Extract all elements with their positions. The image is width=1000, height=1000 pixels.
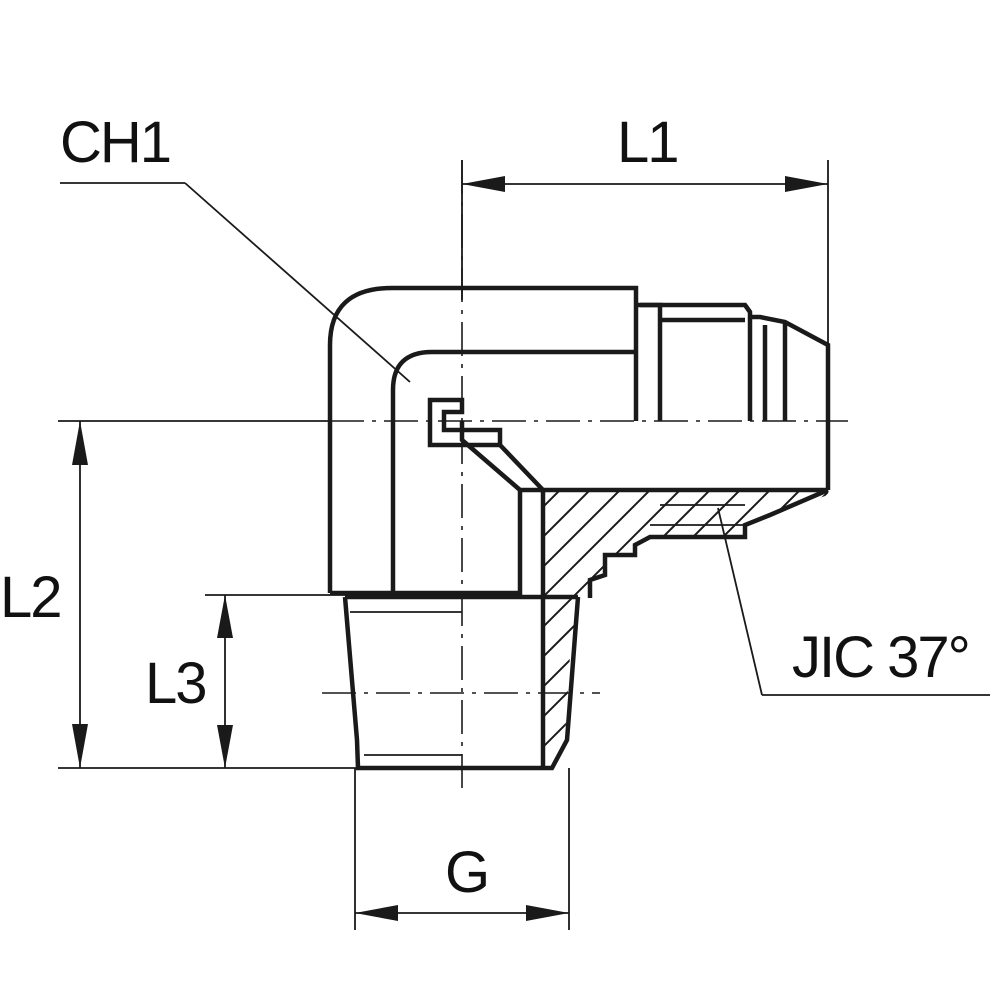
label-l3: L3 [145, 651, 206, 716]
dimension-g [354, 768, 570, 930]
label-jic-37: JIC 37° [792, 625, 969, 690]
leader-ch1 [60, 182, 411, 383]
elbow-body [327, 285, 831, 771]
leader-jic [717, 507, 990, 696]
dimension-l2 [58, 420, 358, 769]
label-g: G [445, 840, 488, 905]
dimension-l3 [205, 594, 345, 768]
label-ch1: CH1 [60, 110, 170, 175]
dimension-l1 [461, 160, 829, 345]
label-l1: L1 [617, 110, 678, 175]
label-l2: L2 [0, 565, 61, 630]
